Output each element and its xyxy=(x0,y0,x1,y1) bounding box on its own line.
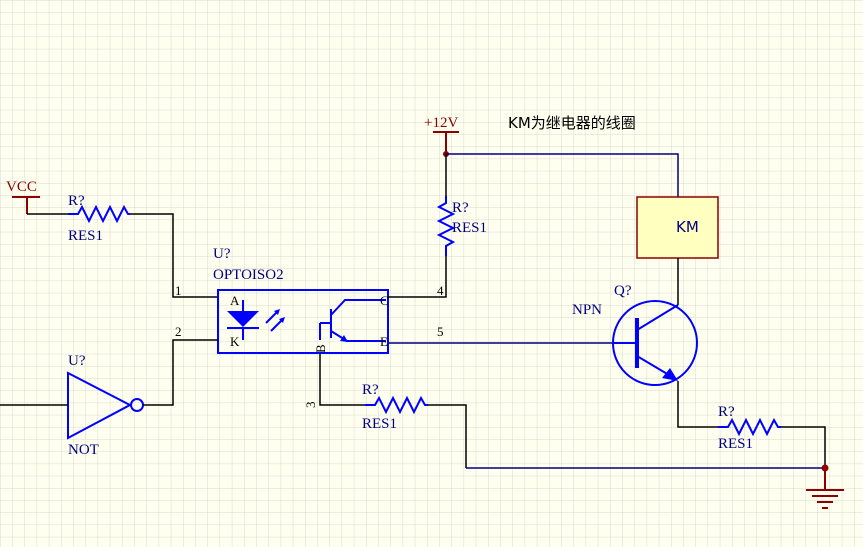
vcc-label: VCC xyxy=(6,179,37,195)
wire-r4-ground xyxy=(781,426,826,468)
pin-1: 1 xyxy=(175,283,182,298)
transistor-value: NPN xyxy=(572,302,602,318)
emitter-arrow-icon xyxy=(662,368,678,381)
v12-power-port[interactable]: +12V xyxy=(424,115,459,154)
r2-ref: R? xyxy=(452,200,469,216)
npn-transistor[interactable]: Q? NPN xyxy=(572,283,698,386)
resistor-r2[interactable]: R? RES1 xyxy=(436,196,487,256)
opto-pin-e: E xyxy=(380,334,388,349)
vcc-power-port[interactable]: VCC xyxy=(6,179,40,214)
v12-label: +12V xyxy=(424,115,458,131)
relay-note: KM为继电器的线圈 xyxy=(508,114,636,132)
pin-2: 2 xyxy=(175,324,182,339)
pin-4: 4 xyxy=(437,283,444,298)
wire-r3 xyxy=(428,404,467,468)
optocoupler-u[interactable]: U? OPTOISO2 A K C E B xyxy=(213,246,389,354)
opto-pin-k: K xyxy=(230,334,240,349)
opto-ref: U? xyxy=(213,246,231,262)
r2-value: RES1 xyxy=(452,220,487,236)
led-diode-icon xyxy=(227,311,259,327)
pin-3: 3 xyxy=(303,402,318,409)
wire-b-r3 xyxy=(319,353,365,406)
opto-pin-a: A xyxy=(230,293,240,308)
r4-value: RES1 xyxy=(718,436,753,452)
wire-not-opto xyxy=(143,339,218,406)
relay-label: KM xyxy=(676,218,699,236)
opto-pin-c: C xyxy=(380,293,389,308)
not-value: NOT xyxy=(68,442,99,458)
pin-5: 5 xyxy=(437,324,444,339)
not-ref: U? xyxy=(68,353,86,369)
ground-icon[interactable] xyxy=(806,468,844,509)
r1-value: RES1 xyxy=(68,228,103,244)
relay-coil-km[interactable]: KM xyxy=(636,196,719,259)
r4-ref: R? xyxy=(718,404,735,420)
opto-value: OPTOISO2 xyxy=(213,267,284,283)
wire-r1-opto xyxy=(130,213,218,298)
r3-value: RES1 xyxy=(362,416,397,432)
wire-emitter-r4 xyxy=(677,381,718,428)
transistor-ref: Q? xyxy=(614,283,632,299)
r1-ref: R? xyxy=(68,193,85,209)
resistor-r1[interactable]: R? RES1 xyxy=(68,193,130,244)
opto-pin-b: B xyxy=(313,344,328,353)
r3-ref: R? xyxy=(362,382,379,398)
wire-12v-relay xyxy=(446,153,679,197)
resistor-r3[interactable]: R? RES1 xyxy=(362,382,428,432)
wire-r2-collector xyxy=(388,256,447,298)
resistor-r4[interactable]: R? RES1 xyxy=(718,404,781,452)
